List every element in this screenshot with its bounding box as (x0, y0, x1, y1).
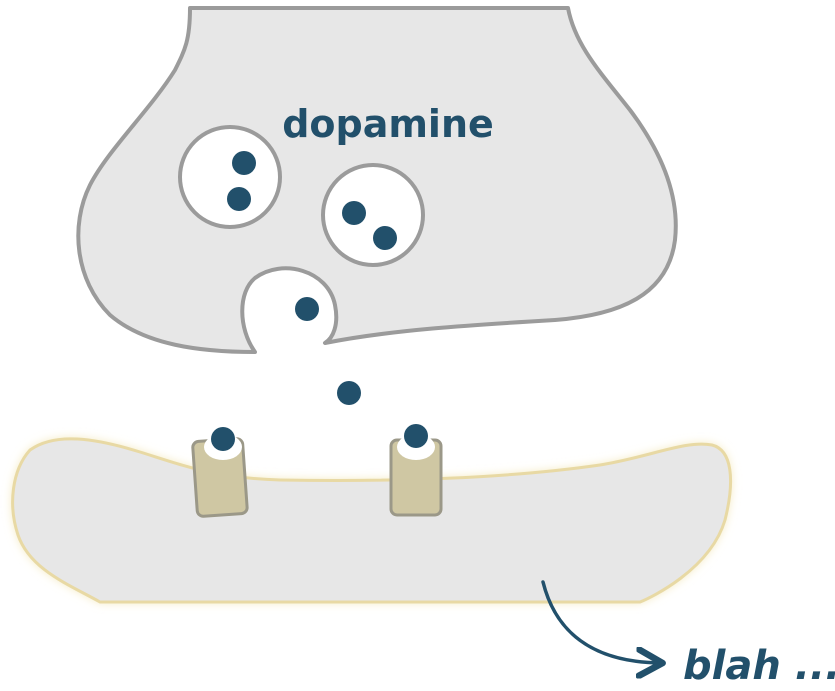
effect-label: blah ... (683, 643, 835, 689)
dopamine-label: dopamine (282, 102, 494, 146)
vesicle-right (323, 165, 423, 265)
dopamine-molecule (232, 151, 256, 175)
bound-dopamine-molecule (404, 424, 428, 448)
dopamine-molecule (373, 226, 397, 250)
bound-dopamine-molecule (211, 427, 235, 451)
dopamine-molecule (342, 201, 366, 225)
dopamine-molecule (295, 297, 319, 321)
dopamine-molecule (227, 187, 251, 211)
dopamine-molecule (337, 381, 361, 405)
vesicle-left (180, 127, 280, 227)
postsynaptic-membrane (13, 439, 731, 602)
